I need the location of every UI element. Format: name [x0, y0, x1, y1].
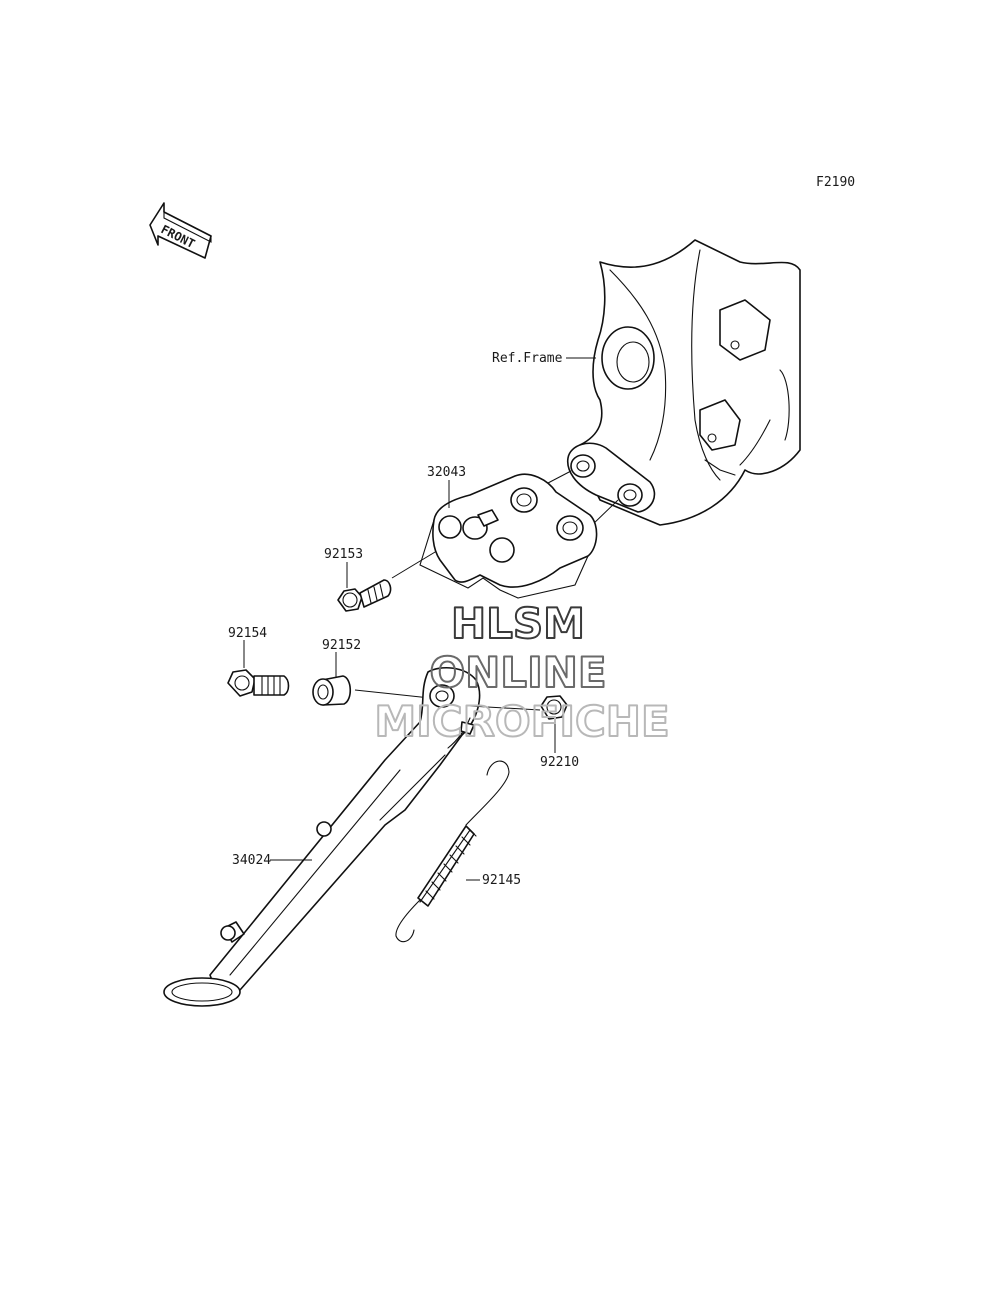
bracket-bolt-part-number: 92153 — [324, 547, 363, 562]
mount-line-upper — [547, 470, 572, 484]
pivot-bolt-drawing — [227, 669, 290, 697]
bracket-drawing — [419, 473, 598, 599]
watermark-line-1: HLSM — [451, 599, 585, 648]
front-arrow-icon: FRONT — [149, 202, 212, 259]
figure-code: F2190 — [816, 175, 855, 190]
side-stand-drawing — [163, 666, 481, 1007]
collar-line — [354, 689, 431, 699]
ref-frame-label: Ref.Frame — [492, 351, 563, 366]
collar-drawing — [312, 675, 352, 706]
collar-part-number: 92152 — [322, 638, 361, 653]
watermark: HLSM ONLINE MICROFICHE — [373, 598, 670, 747]
bracket-bolt-drawing — [337, 579, 392, 612]
nut-line — [469, 705, 541, 711]
side-stand-part-number: 34024 — [232, 853, 271, 868]
watermark-line-2: ONLINE — [429, 648, 606, 697]
bracket-part-number: 32043 — [427, 465, 466, 480]
spring-part-number: 92145 — [482, 873, 521, 888]
frame-drawing — [566, 239, 801, 526]
nut-drawing — [469, 695, 568, 720]
spring-drawing — [395, 760, 510, 943]
pivot-bolt-part-number: 92154 — [228, 626, 267, 641]
watermark-line-3: MICROFICHE — [374, 697, 669, 746]
nut-part-number: 92210 — [540, 755, 579, 770]
